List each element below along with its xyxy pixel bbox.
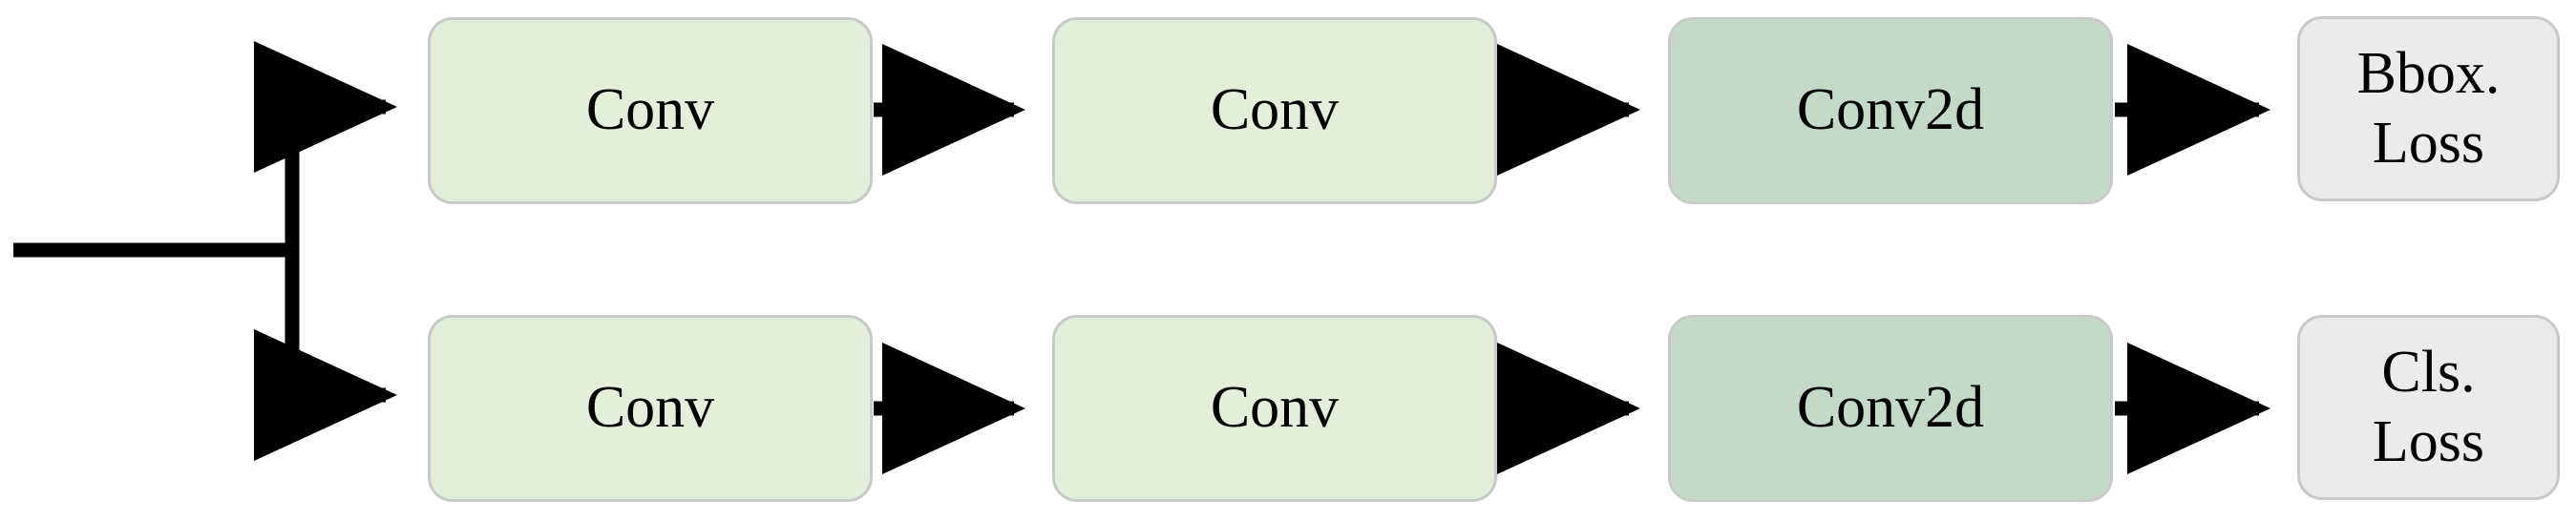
node-bbox-loss[interactable]: Bbox. Loss [2297,16,2560,201]
node-bbox-conv2d[interactable]: Conv2d [1668,17,2113,204]
node-label: Bbox. Loss [2356,40,2501,176]
node-bbox-conv-2[interactable]: Conv [1052,17,1497,204]
node-label: Conv [1210,77,1340,143]
node-cls-loss[interactable]: Cls. Loss [2297,315,2560,500]
node-cls-conv2d[interactable]: Conv2d [1668,315,2113,502]
node-bbox-conv-1[interactable]: Conv [428,17,873,204]
node-cls-conv-2[interactable]: Conv [1052,315,1497,502]
node-label: Conv [585,375,715,441]
node-label: Conv [1210,375,1340,441]
node-label: Conv2d [1796,375,1985,441]
node-label: Conv2d [1796,77,1985,143]
node-label: Conv [585,77,715,143]
node-cls-conv-1[interactable]: Conv [428,315,873,502]
node-label: Cls. Loss [2372,339,2485,474]
